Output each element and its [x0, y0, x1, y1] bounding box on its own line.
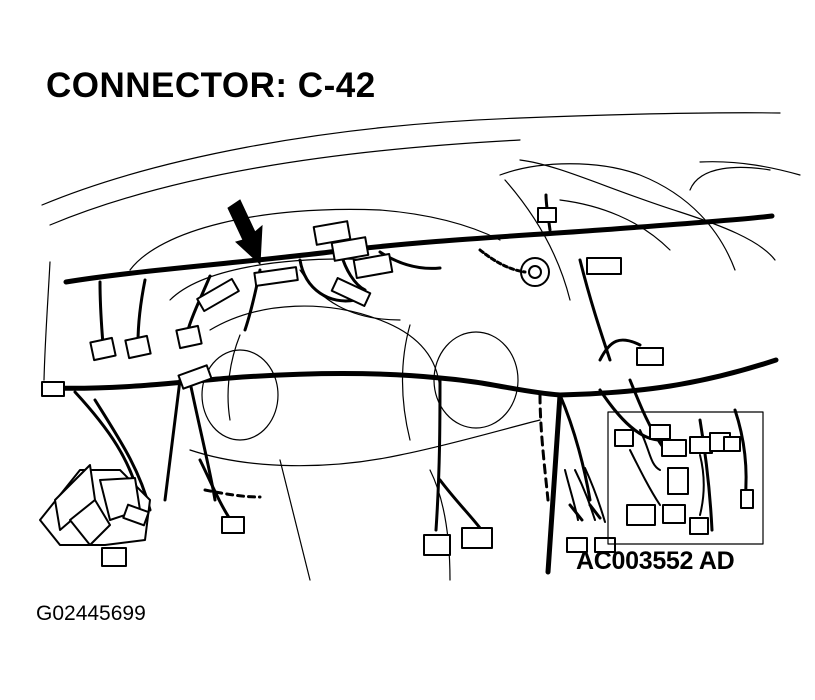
- figure-id: G02445699: [36, 602, 146, 625]
- relay-block: [39, 464, 151, 546]
- inset-components: [614, 424, 741, 516]
- diagram-title: CONNECTOR: C-42: [46, 66, 376, 105]
- lower-stub-wires: [564, 467, 606, 523]
- grommet: [520, 257, 550, 287]
- diagram-code: AC003552 AD: [576, 547, 735, 575]
- detail-inset: [607, 411, 764, 545]
- arrow-pointer-icon: [227, 199, 263, 266]
- connectors: [41, 207, 754, 567]
- dashboard-outline: [41, 112, 801, 381]
